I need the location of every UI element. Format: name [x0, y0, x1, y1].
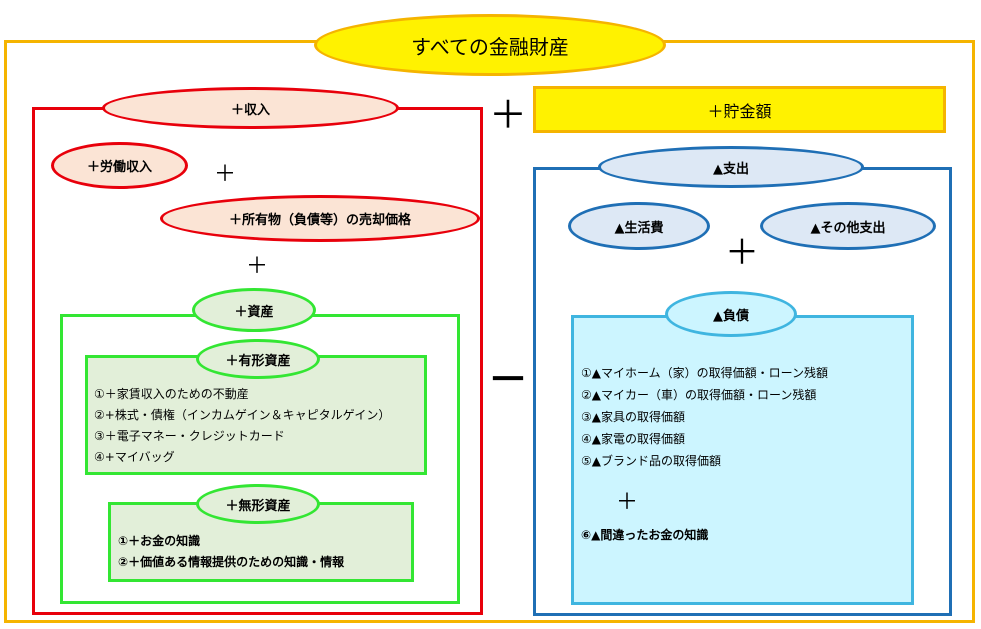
living-cost-ellipse: ▲生活費: [568, 202, 710, 250]
intangible-assets-label: ＋無形資産: [225, 498, 291, 514]
list-item: ②+株式・債権（インカムゲイン＆キャピタルゲイン）: [94, 408, 391, 422]
tangible-assets-label: ＋有形資産: [225, 353, 291, 369]
plus-operator: ＋: [615, 490, 638, 515]
expense-label: ▲支出: [713, 161, 749, 177]
liabilities-label: ▲負債: [713, 308, 749, 324]
other-expense-ellipse: ▲その他支出: [760, 202, 936, 250]
list-item: ②▲マイカー（車）の取得価額・ローン残額: [581, 388, 817, 402]
liabilities-last-item: ⑥▲間違ったお金の知識: [581, 528, 709, 542]
liabilities-ellipse: ▲負債: [665, 291, 797, 337]
plus-operator: ＋: [213, 162, 236, 187]
plus-operator: ＋: [725, 233, 759, 273]
list-item: ⑤▲ブランド品の取得価額: [581, 454, 721, 468]
page-title: すべての金融財産: [411, 34, 569, 59]
plus-operator: ＋: [245, 254, 268, 279]
intangible-assets-ellipse: ＋無形資産: [196, 484, 320, 524]
tangible-assets-list: ①＋家賃収入のための不動産 ②+株式・債権（インカムゲイン＆キャピタルゲイン） …: [94, 384, 390, 468]
list-item: ③▲家具の取得価額: [581, 410, 685, 424]
savings-box: ＋貯金額: [533, 86, 946, 133]
intangible-assets-list: ①＋お金の知識 ②＋価値ある情報提供のための知識・情報: [118, 531, 344, 573]
expense-ellipse: ▲支出: [598, 146, 864, 188]
plus-operator: ＋: [488, 93, 527, 137]
list-item: ②＋価値ある情報提供のための知識・情報: [118, 555, 345, 569]
living-cost-label: ▲生活費: [614, 220, 664, 236]
labor-income-label: ＋労働収入: [86, 160, 152, 175]
savings-label: ＋貯金額: [707, 101, 772, 121]
list-item: ④▲家電の取得価額: [581, 432, 685, 446]
title-ellipse: すべての金融財産: [314, 14, 666, 76]
assets-label: ＋資産: [234, 304, 274, 320]
liabilities-list: ①▲マイホーム（家）の取得価額・ローン残額 ②▲マイカー（車）の取得価額・ローン…: [581, 362, 828, 472]
tangible-assets-ellipse: ＋有形資産: [196, 339, 320, 379]
income-ellipse: ＋収入: [102, 87, 399, 129]
list-item: ③＋電子マネー・クレジットカード: [94, 429, 285, 443]
income-label: ＋収入: [230, 102, 270, 118]
list-item: ①＋家賃収入のための不動産: [94, 387, 249, 401]
liabilities-box: [571, 315, 914, 605]
list-item: ①＋お金の知識: [118, 534, 201, 548]
sale-price-label: ＋所有物（負債等）の売却価格: [228, 213, 411, 228]
list-item: ①▲マイホーム（家）の取得価額・ローン残額: [581, 366, 829, 380]
sale-price-ellipse: ＋所有物（負債等）の売却価格: [160, 195, 480, 242]
other-expense-label: ▲その他支出: [810, 220, 886, 236]
minus-operator: －: [488, 357, 528, 403]
labor-income-ellipse: ＋労働収入: [51, 142, 188, 189]
assets-ellipse: ＋資産: [192, 288, 316, 332]
list-item: ④+マイバッグ: [94, 450, 175, 464]
